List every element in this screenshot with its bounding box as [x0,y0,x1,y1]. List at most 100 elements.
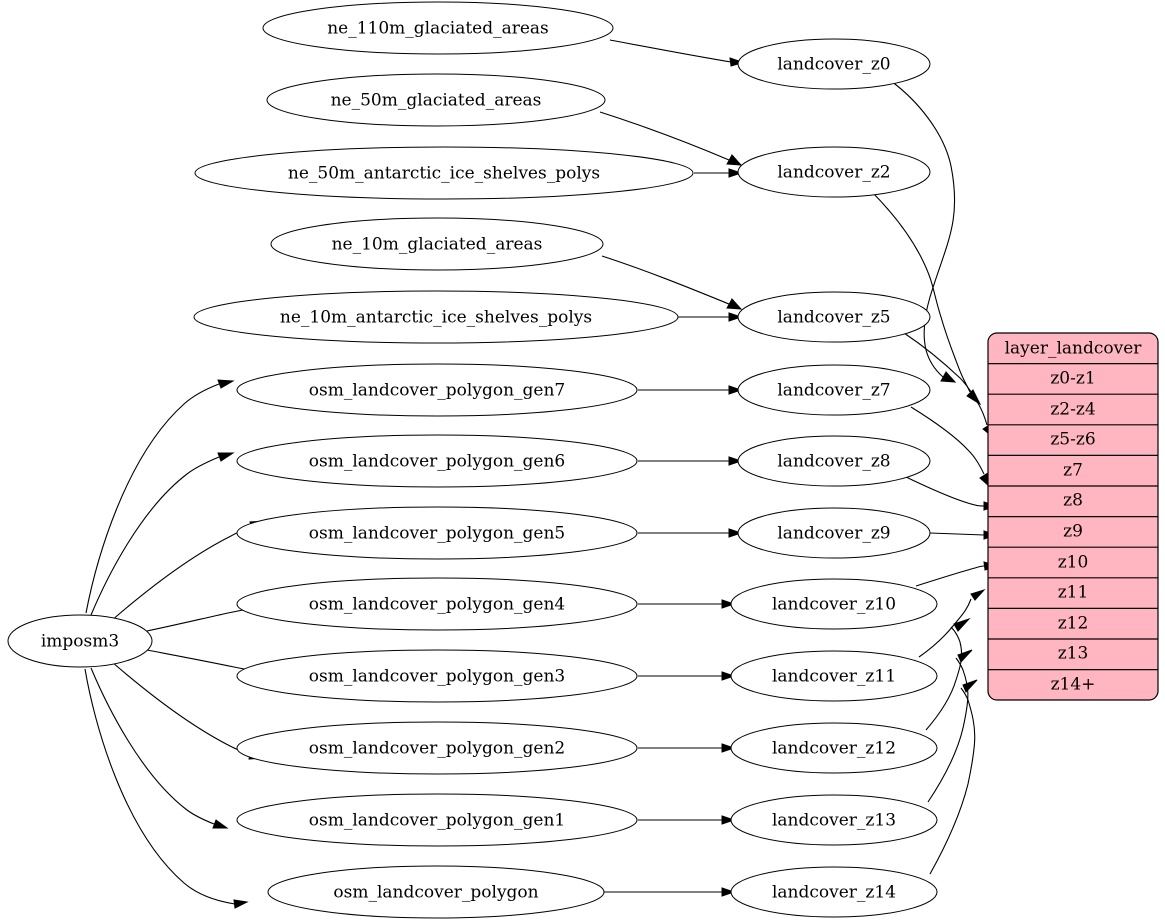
arrowhead-osm-gen2-to-landcover-z12 [721,743,736,753]
edge-landcover-z7-to-row-z7 [910,406,985,475]
node-landcover-z5[interactable]: landcover_z5 [737,291,931,343]
node-label: ne_10m_glaciated_areas [332,235,543,255]
node-label: osm_landcover_polygon_gen5 [309,524,565,544]
record-row-z12[interactable]: z12 [1058,614,1089,634]
node-ellipse [737,364,931,416]
node-landcover-z12[interactable]: landcover_z12 [730,722,938,774]
arrowhead-landcover-z12-to-row-z12 [953,617,971,632]
node-landcover-z8[interactable]: landcover_z8 [737,435,931,487]
record-table-layer-landcover[interactable]: layer_landcover z0-z1 z2-z4 z5-z6 z7 z8 … [987,332,1159,701]
node-landcover-z9[interactable]: landcover_z9 [737,507,931,559]
edge-imposm3-to-osm-gen4 [146,606,259,632]
node-ellipse [737,38,931,90]
node-label: landcover_z0 [777,55,890,75]
node-label: landcover_z8 [777,452,890,472]
node-ne-50m-antarctic-ice-shelves-polys[interactable]: ne_50m_antarctic_ice_shelves_polys [194,146,694,200]
node-label: osm_landcover_polygon [333,883,538,903]
node-osm-landcover-polygon-gen7[interactable]: osm_landcover_polygon_gen7 [236,363,638,417]
arrowhead-ne50m-glaciated-to-landcover-z2 [726,154,743,166]
arrowhead-osm-gen3-to-landcover-z11 [721,671,736,681]
edge-landcover-z0-to-row-z0-z1 [890,80,956,378]
arrowhead-osm-gen7-to-landcover-z7 [728,385,743,395]
edge-imposm3-to-osm-gen1 [90,667,215,825]
node-landcover-z10[interactable]: landcover_z10 [730,578,938,630]
node-label: osm_landcover_polygon_gen2 [309,739,565,759]
arrowhead-ne50m-antarctic-to-landcover-z2 [728,168,743,178]
arrowhead-imposm3-to-osm-gen1 [212,819,229,829]
node-ellipse [236,721,638,775]
node-ellipse [236,434,638,488]
node-label: osm_landcover_polygon_gen3 [309,667,565,687]
node-ellipse [730,722,938,774]
record-row-z11[interactable]: z11 [1058,583,1089,603]
node-ellipse [236,793,638,847]
node-label: landcover_z7 [777,381,890,401]
arrowhead-ne10m-glaciated-to-landcover-z5 [726,298,743,310]
node-ellipse [267,865,605,919]
arrowhead-osm-gen4-to-landcover-z10 [721,599,736,609]
node-ne-50m-glaciated-areas[interactable]: ne_50m_glaciated_areas [266,73,606,127]
node-ne-10m-antarctic-ice-shelves-polys[interactable]: ne_10m_antarctic_ice_shelves_polys [193,290,679,344]
arrowhead-landcover-z14-to-row-z14plus [962,679,978,693]
node-ellipse [730,578,938,630]
node-osm-landcover-polygon-gen2[interactable]: osm_landcover_polygon_gen2 [236,721,638,775]
record-row-z10[interactable]: z10 [1058,553,1089,573]
node-landcover-z0[interactable]: landcover_z0 [737,38,931,90]
record-row-z0-z1[interactable]: z0-z1 [1050,369,1095,389]
node-imposm3[interactable]: imposm3 [7,614,153,668]
edge-imposm3-to-osm-gen6 [90,456,220,616]
node-landcover-z7[interactable]: landcover_z7 [737,364,931,416]
node-landcover-z13[interactable]: landcover_z13 [730,794,938,846]
arrowhead-osm-gen1-to-landcover-z13 [721,815,736,825]
record-row-z9[interactable]: z9 [1063,522,1083,542]
arrowhead-osm-gen5-to-landcover-z9 [728,528,743,538]
node-label: ne_10m_antarctic_ice_shelves_polys [280,308,592,328]
edge-landcover-z2-to-row-z2-z4 [869,189,971,393]
node-osm-landcover-polygon-gen3[interactable]: osm_landcover_polygon_gen3 [236,649,638,703]
edge-imposm3-to-osm-gen3 [146,649,261,673]
node-ellipse [262,1,614,55]
node-label: landcover_z11 [772,667,896,687]
node-ne-110m-glaciated-areas[interactable]: ne_110m_glaciated_areas [262,1,614,55]
node-label: landcover_z13 [772,811,896,831]
record-row-z13[interactable]: z13 [1058,644,1089,664]
node-ellipse [737,291,931,343]
arrowhead-landcover-z11-to-row-z11 [970,588,986,601]
node-osm-landcover-polygon-gen4[interactable]: osm_landcover_polygon_gen4 [236,577,638,631]
node-ne-10m-glaciated-areas[interactable]: ne_10m_glaciated_areas [270,217,604,271]
record-row-z7[interactable]: z7 [1063,461,1083,481]
edge-landcover-z9-to-row-z9 [929,532,985,536]
node-ellipse [236,363,638,417]
node-osm-landcover-polygon-gen1[interactable]: osm_landcover_polygon_gen1 [236,793,638,847]
node-osm-landcover-polygon-gen5[interactable]: osm_landcover_polygon_gen5 [236,506,638,560]
node-label: osm_landcover_polygon_gen4 [309,595,565,615]
node-label: landcover_z10 [772,595,896,615]
node-osm-landcover-polygon-gen6[interactable]: osm_landcover_polygon_gen6 [236,434,638,488]
arrowhead-landcover-z2-to-row-z2-z4 [966,389,982,406]
edge-ne110m-to-landcover-z0 [609,39,732,63]
node-ellipse [737,146,931,198]
node-label: landcover_z5 [777,308,890,328]
node-ellipse [730,650,938,702]
edge-imposm3-to-osm-gen5 [110,525,253,622]
record-row-z14plus[interactable]: z14+ [1051,675,1096,695]
node-landcover-z11[interactable]: landcover_z11 [730,650,938,702]
node-ellipse [270,217,604,271]
node-ellipse [236,506,638,560]
node-ellipse [737,507,931,559]
node-label: landcover_z9 [777,524,890,544]
node-osm-landcover-polygon[interactable]: osm_landcover_polygon [267,865,605,919]
record-row-z5-z6[interactable]: z5-z6 [1050,430,1095,450]
node-label: imposm3 [41,632,119,652]
node-ellipse [737,435,931,487]
node-ellipse [730,794,938,846]
record-row-z8[interactable]: z8 [1063,491,1083,511]
edge-ne10m-glaciated-to-landcover-z5 [601,255,730,305]
arrowhead-ne110m-to-landcover-z0 [729,57,745,67]
arrowhead-landcover-z13-to-row-z13 [957,649,973,663]
record-row-z2-z4[interactable]: z2-z4 [1050,400,1095,420]
node-landcover-z2[interactable]: landcover_z2 [737,146,931,198]
node-landcover-z14[interactable]: landcover_z14 [730,866,938,918]
node-ellipse [236,577,638,631]
node-label: landcover_z14 [772,883,896,903]
